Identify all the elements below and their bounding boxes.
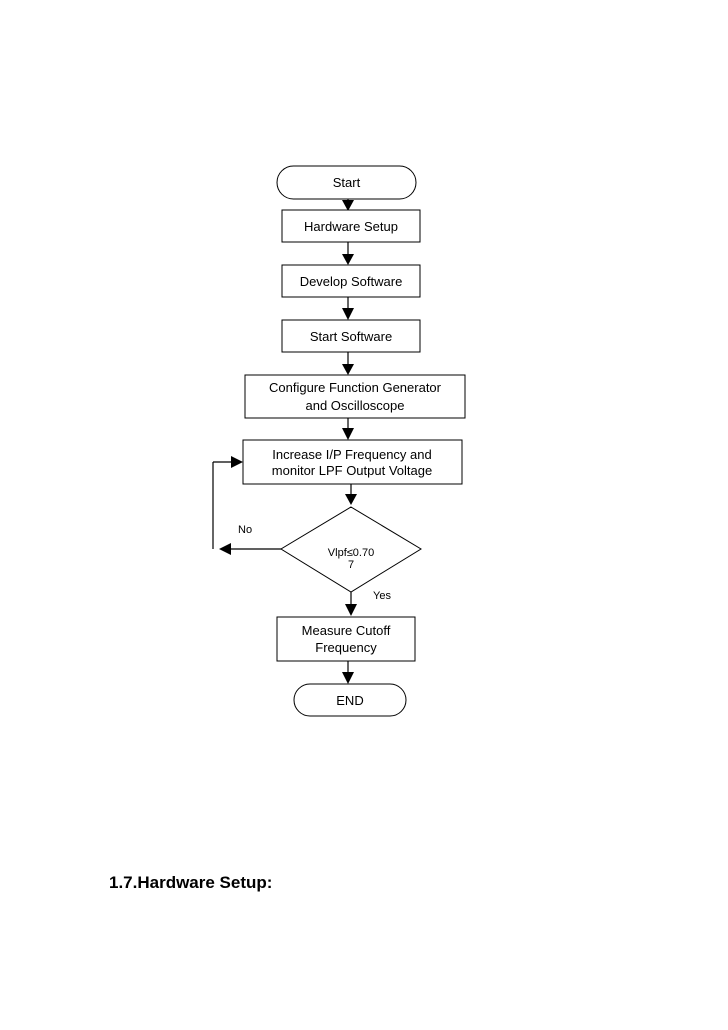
arrowhead: [342, 428, 354, 440]
start-terminator: [276, 165, 417, 200]
decision-label-line2: 7: [348, 559, 354, 571]
arrowhead: [345, 604, 357, 616]
yes-label: Yes: [373, 590, 391, 602]
measure-cutoff-label-line1: Measure Cutoff: [302, 623, 391, 638]
section-heading: 1.7.Hardware Setup:: [109, 873, 273, 892]
start-software-box: [281, 319, 421, 353]
hardware-setup-label: Hardware Setup: [304, 219, 398, 234]
no-label: No: [238, 524, 252, 536]
arrowhead: [219, 543, 231, 555]
configure-label-line2: and Oscilloscope: [306, 398, 405, 413]
end-terminator: [293, 683, 407, 717]
develop-software-box: [281, 264, 421, 298]
develop-software-label: Develop Software: [300, 274, 403, 289]
increase-frequency-box: [242, 439, 463, 485]
measure-cutoff-box: [276, 616, 416, 662]
decision-label-line1: Vlpf≤0.70: [328, 547, 374, 559]
end-label: END: [336, 693, 363, 708]
start-software-label: Start Software: [310, 329, 392, 344]
arrowhead: [342, 308, 354, 320]
increase-frequency-label-line2: monitor LPF Output Voltage: [272, 463, 432, 478]
flowchart: Start Hardware Setup Develop Software St…: [212, 165, 466, 717]
arrowhead: [342, 672, 354, 684]
hardware-setup-box: [281, 209, 421, 243]
arrowhead: [342, 200, 354, 211]
arrowhead: [231, 456, 243, 468]
arrowhead: [345, 494, 357, 505]
start-label: Start: [333, 175, 361, 190]
measure-cutoff-label-line2: Frequency: [315, 640, 377, 655]
configure-label-line1: Configure Function Generator: [269, 380, 442, 395]
arrowhead: [342, 254, 354, 265]
arrowhead: [342, 364, 354, 375]
increase-frequency-label-line1: Increase I/P Frequency and: [272, 447, 431, 462]
configure-box: [244, 374, 466, 419]
